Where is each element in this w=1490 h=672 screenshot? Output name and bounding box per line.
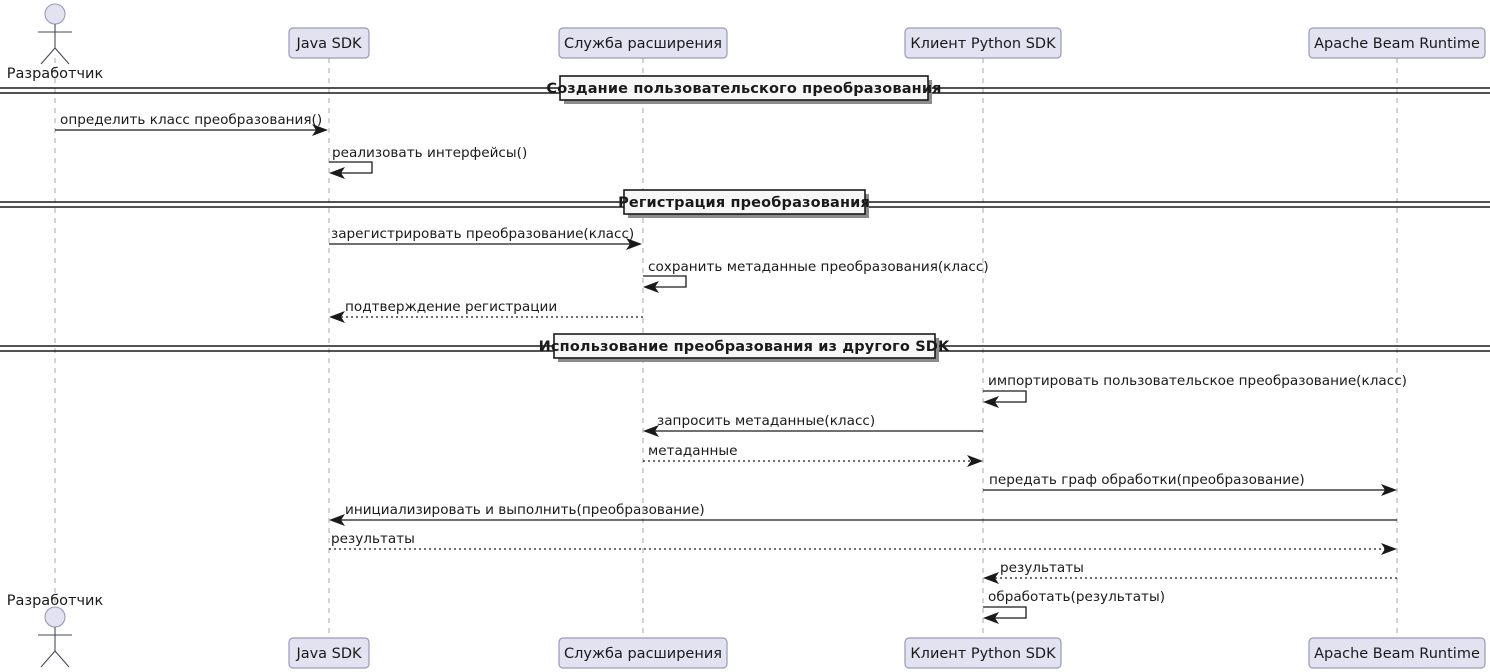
message-label: определить класс преобразования() [60, 112, 322, 128]
participant-py-bottom[interactable]: Клиент Python SDK [904, 637, 1062, 669]
message-peredat-graf-obrabotki[interactable]: передать граф обработки(преобразование) [983, 472, 1397, 496]
actor-leg-right-icon [54, 47, 70, 65]
arrowhead-right-icon [1381, 484, 1397, 496]
message-self-loop [643, 275, 687, 288]
participant-py-top[interactable]: Клиент Python SDK [904, 27, 1062, 59]
participant-box [288, 27, 370, 59]
arrowhead-left-icon [329, 514, 345, 526]
participant-box [1308, 637, 1486, 669]
actor-label-bottom: Разработчик [7, 593, 104, 609]
participants-bottom: Java SDK Служба расширения Клиент Python… [288, 637, 1486, 669]
participant-beam-top[interactable]: Apache Beam Runtime [1308, 27, 1486, 59]
message-label: подтверждение регистрации [345, 299, 557, 315]
message-label: запросить метаданные(класс) [657, 413, 875, 429]
actor-label-top: Разработчик [7, 66, 104, 82]
message-label: обработать(результаты) [988, 589, 1165, 605]
arrowhead-right-icon [626, 238, 642, 250]
arrowhead-right-icon [967, 455, 983, 467]
arrowhead-left-icon [983, 572, 999, 584]
participant-box [904, 637, 1062, 669]
participant-label: Клиент Python SDK [910, 36, 1056, 52]
message-label: результаты [331, 531, 415, 547]
participant-label: Apache Beam Runtime [1314, 36, 1480, 52]
actor-leg-left-icon-bottom [40, 650, 56, 668]
message-podtverzhdenie-registracii[interactable]: подтверждение регистрации [329, 299, 643, 323]
actor-head-icon-bottom [44, 606, 66, 628]
message-self-loop [983, 390, 1027, 403]
divider-registraciya: Регистрация преобразования [0, 189, 1490, 218]
message-rezultaty-java-beam[interactable]: результаты [329, 531, 1397, 555]
participant-box [558, 637, 728, 669]
actor-dev-bottom[interactable]: Разработчик [7, 593, 104, 668]
message-zaprosit-metadannye[interactable]: запросить метаданные(класс) [643, 413, 983, 437]
message-metadannye[interactable]: метаданные [643, 443, 983, 467]
message-label: сохранить метаданные преобразования(клас… [648, 259, 989, 275]
divider-box [553, 333, 936, 359]
message-obrabotat-rezultaty[interactable]: обработать(результаты) [983, 589, 1165, 624]
message-realizovat-interfeysy[interactable]: реализовать интерфейсы() [329, 145, 527, 179]
participant-java-bottom[interactable]: Java SDK [288, 637, 370, 669]
message-label: результаты [1000, 560, 1084, 576]
arrowhead-left-icon [643, 425, 659, 437]
participant-label: Java SDK [295, 646, 362, 662]
participant-ext-bottom[interactable]: Служба расширения [558, 637, 728, 669]
message-zaregistrirovat-preobrazovanie[interactable]: зарегистрировать преобразование(класс) [329, 226, 642, 250]
message-opredelit-klass[interactable]: определить класс преобразования() [55, 112, 328, 136]
participant-label: Служба расширения [564, 36, 722, 52]
participants-top: Java SDK Служба расширения Клиент Python… [288, 27, 1486, 59]
actor-dev-top[interactable]: Разработчик [7, 3, 104, 82]
message-label: инициализировать и выполнить(преобразова… [345, 502, 705, 518]
participant-java-top[interactable]: Java SDK [288, 27, 370, 59]
message-label: зарегистрировать преобразование(класс) [331, 226, 634, 242]
divider-label: Создание пользовательского преобразовани… [546, 81, 941, 97]
actor-leg-left-icon [40, 47, 56, 65]
arrowhead-left-icon [643, 281, 659, 293]
message-self-loop [983, 606, 1027, 619]
divider-sozdanie: Создание пользовательского преобразовани… [0, 75, 1490, 104]
arrowhead-left-icon [329, 311, 345, 323]
arrowhead-right-icon [312, 124, 328, 136]
participant-label: Apache Beam Runtime [1314, 646, 1480, 662]
message-rezultaty-beam-py[interactable]: результаты [983, 560, 1397, 584]
message-label: передать граф обработки(преобразование) [989, 472, 1305, 488]
actor-leg-right-icon-bottom [54, 650, 70, 668]
arrowhead-left-icon [329, 167, 345, 179]
participant-beam-bottom[interactable]: Apache Beam Runtime [1308, 637, 1486, 669]
message-label: метаданные [648, 443, 737, 459]
arrowhead-right-icon [1381, 543, 1397, 555]
participant-box [1308, 27, 1486, 59]
participant-label: Java SDK [295, 36, 362, 52]
actor-head-icon [44, 3, 66, 25]
participant-box [288, 637, 370, 669]
divider-label: Регистрация преобразования [618, 195, 870, 211]
message-label: реализовать интерфейсы() [332, 145, 527, 161]
participant-box [558, 27, 728, 59]
participant-label: Клиент Python SDK [910, 646, 1056, 662]
divider-ispolzovanie: Использование преобразования из другого … [0, 333, 1490, 362]
divider-box [559, 75, 929, 101]
message-label: импортировать пользовательское преобразо… [988, 373, 1407, 389]
arrowhead-left-icon [983, 396, 999, 408]
message-inicializirovat-i-vypolnit[interactable]: инициализировать и выполнить(преобразова… [329, 502, 1397, 526]
message-importirovat-preobrazovanie[interactable]: импортировать пользовательское преобразо… [983, 373, 1407, 408]
message-self-loop [329, 161, 373, 174]
participant-ext-top[interactable]: Служба расширения [558, 27, 728, 59]
participant-label: Служба расширения [564, 646, 722, 662]
divider-box [623, 189, 866, 215]
divider-label: Использование преобразования из другого … [539, 339, 950, 355]
message-sohranit-metadannye[interactable]: сохранить метаданные преобразования(клас… [643, 259, 989, 293]
participant-box [904, 27, 1062, 59]
arrowhead-left-icon [983, 612, 999, 624]
